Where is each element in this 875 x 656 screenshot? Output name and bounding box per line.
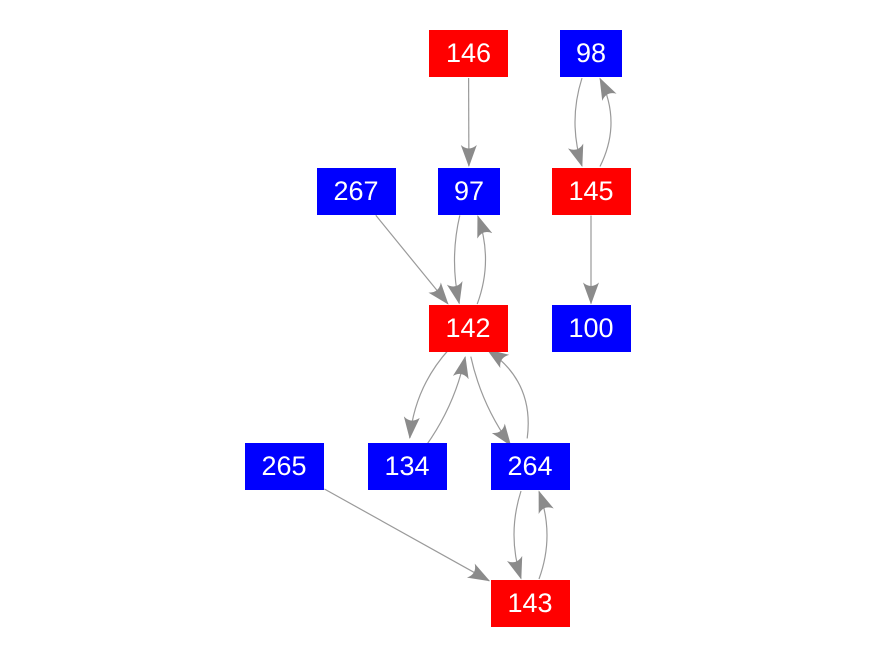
graph-edge-97-142 [446,215,463,305]
graph-edge-264-143 [506,490,523,580]
graph-node-label: 265 [261,451,307,481]
graph-node-label: 100 [568,313,614,343]
graph-edge-264-142 [486,349,529,439]
graph-node-100: 100 [551,305,631,352]
graph-node-143: 143 [490,580,570,627]
graph-node-267: 267 [316,167,396,215]
graph-node-label: 142 [445,313,491,343]
graph-node-label: 267 [333,175,379,206]
graph-edge-142-97 [476,215,493,305]
graph-edge-265-143 [324,488,491,582]
graph-edge-143-264 [538,490,554,580]
graph-node-label: 145 [568,175,614,206]
graph-node-label: 143 [507,588,553,618]
graph-edge-142-134 [403,348,450,439]
graph-node-label: 97 [453,175,485,206]
graph-node-142: 142 [428,305,508,352]
graph-node-97: 97 [438,167,500,215]
graph-edge-98-145 [568,77,584,167]
graph-edge-145-98 [599,77,617,167]
graph-node-label: 134 [384,451,430,481]
graph-node-label: 146 [445,38,492,68]
graph-node-145: 145 [551,167,631,215]
graph-edge-134-142 [425,356,469,447]
graph-edge-142-264 [470,356,512,447]
graph-node-label: 98 [575,38,607,68]
graph-node-265: 265 [244,443,324,490]
graph-node-146: 146 [429,30,508,77]
graph-node-134: 134 [367,443,447,490]
graph-node-264: 264 [490,443,570,490]
graph-node-98: 98 [560,30,622,77]
graph-edge-267-142 [375,214,449,305]
graph-node-label: 264 [507,451,553,481]
